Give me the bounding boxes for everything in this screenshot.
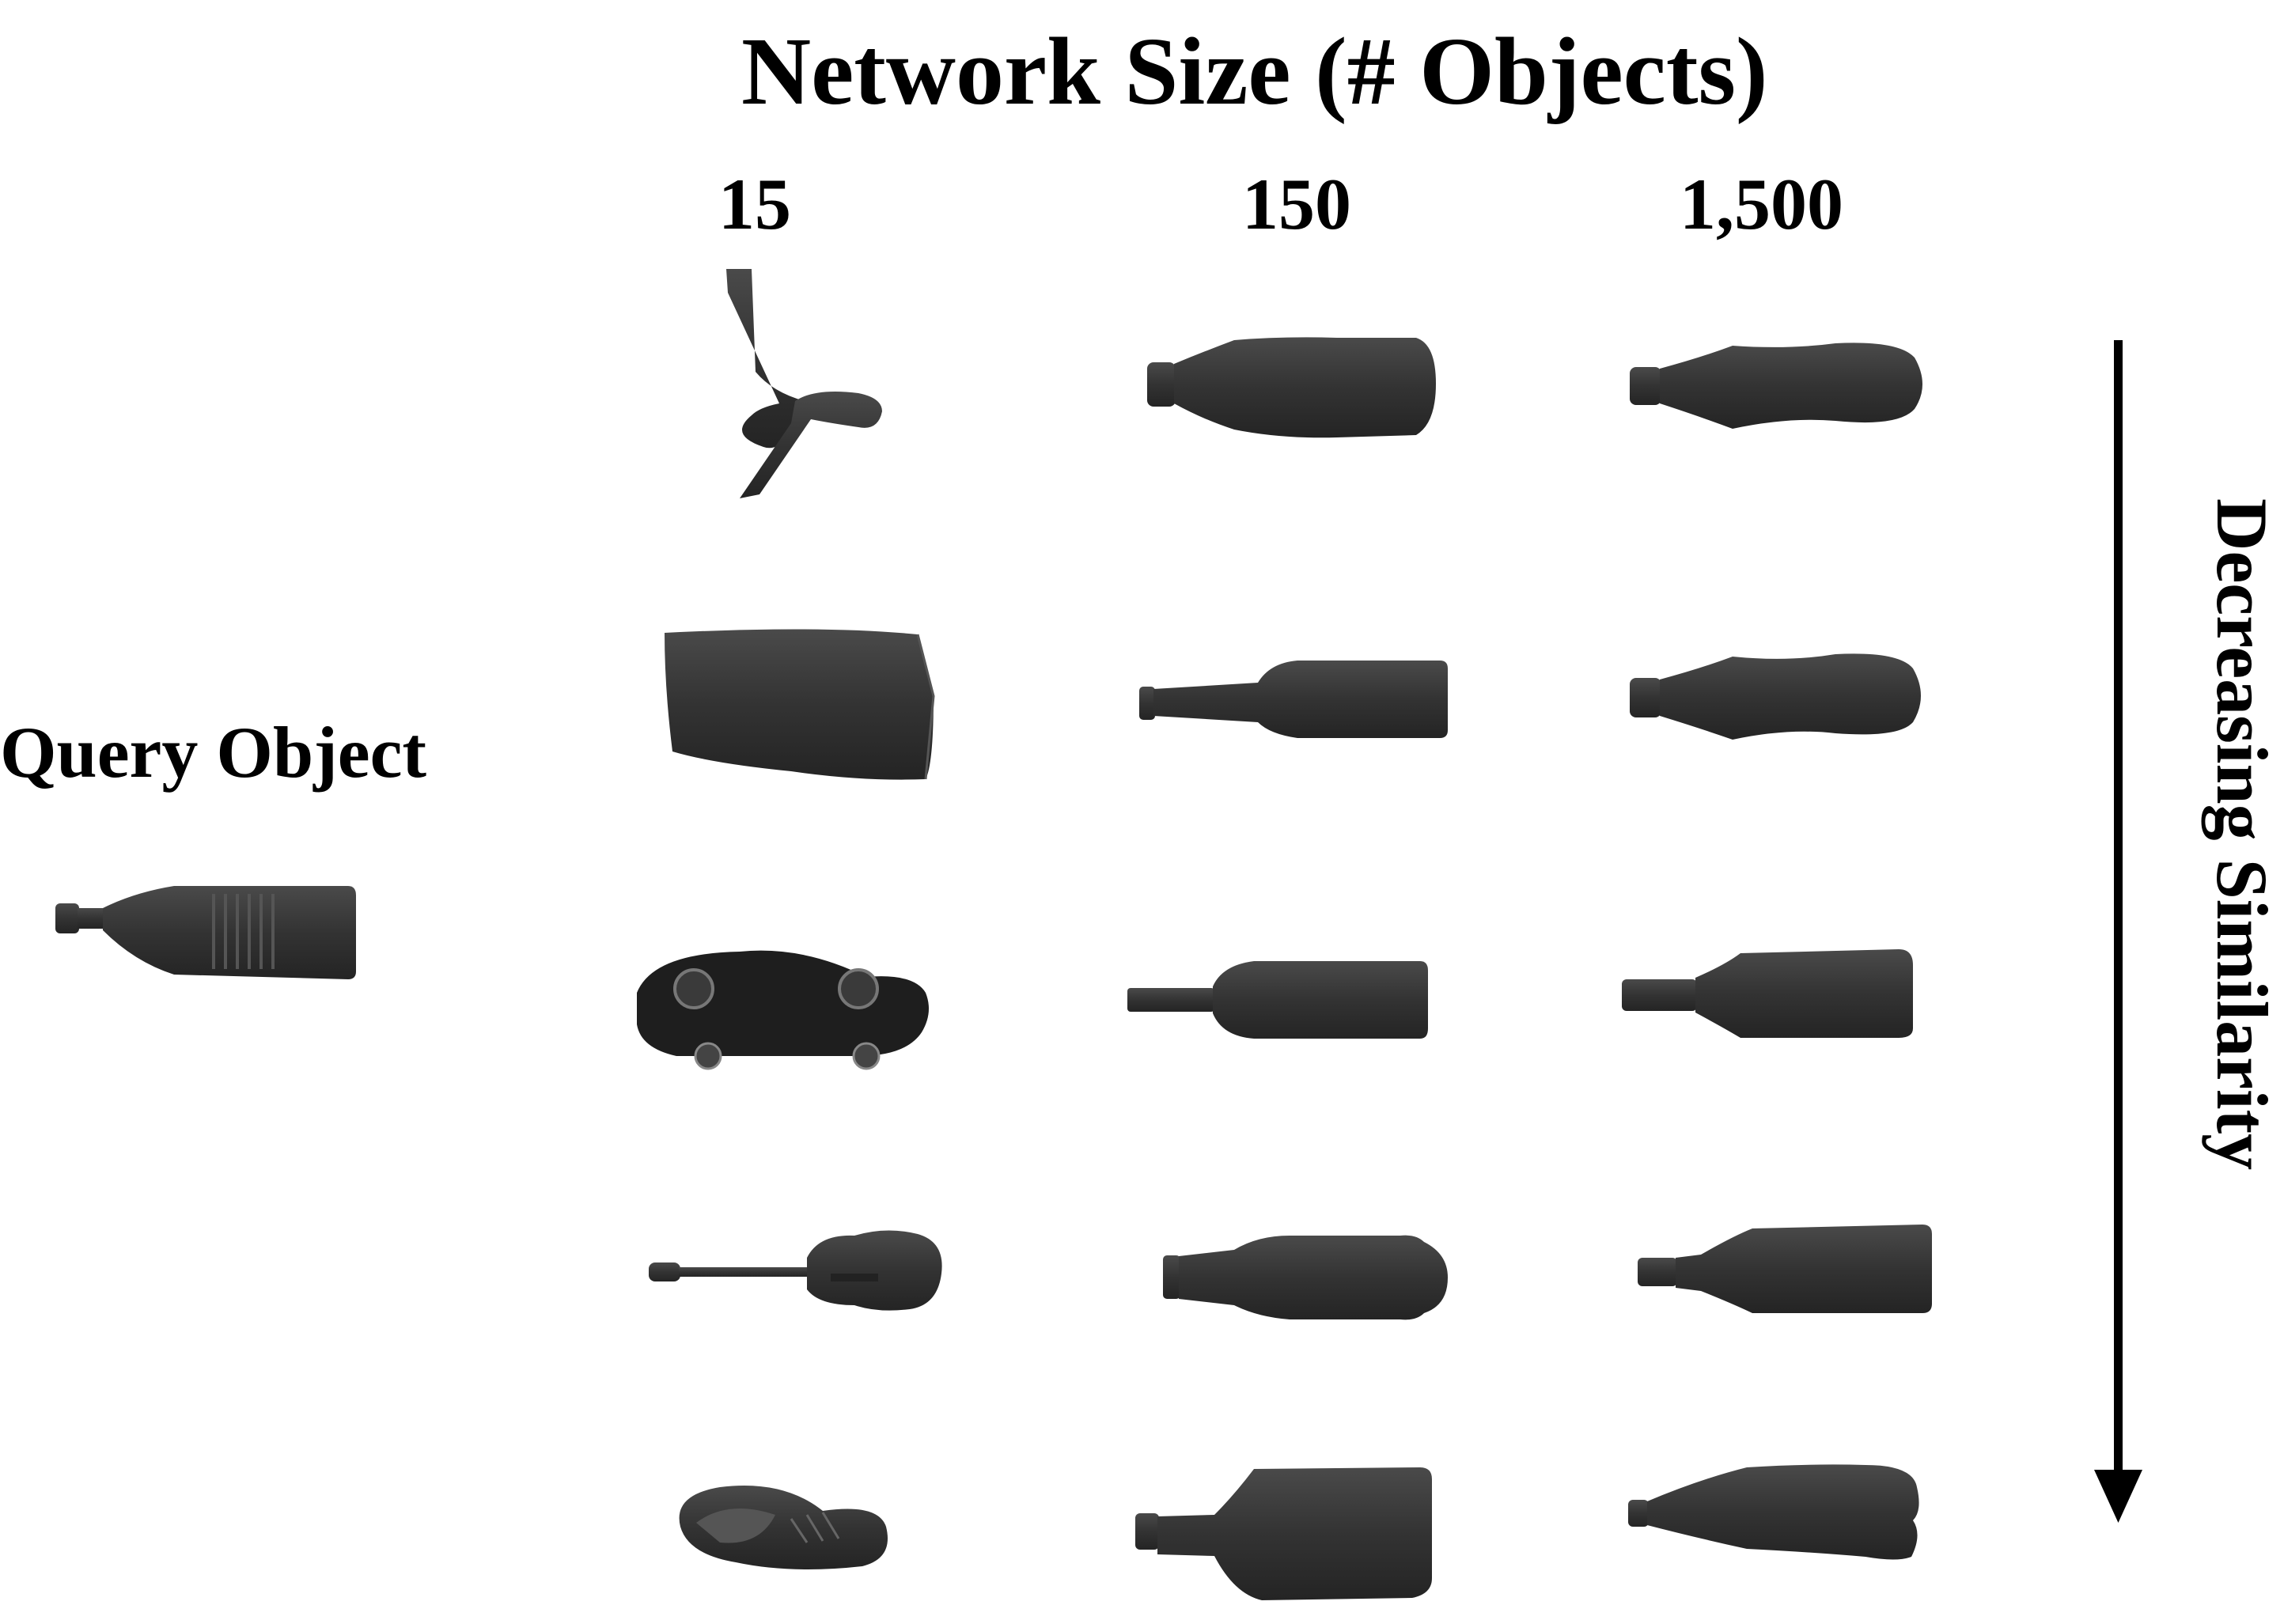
- cup-icon: [665, 629, 935, 780]
- bottle-icon: [1139, 661, 1448, 738]
- car-icon: [637, 950, 929, 1070]
- figure-title: Network Size (# Objects): [741, 18, 1768, 125]
- bottle-icon: [1638, 1225, 1932, 1313]
- airplane-icon: [726, 269, 882, 498]
- bottle-icon: [1135, 1467, 1432, 1600]
- bottle-icon: [1147, 337, 1436, 438]
- bottle-icon: [1628, 1464, 1919, 1560]
- column-header-15: 15: [718, 164, 791, 244]
- query-object-bottle-icon: [55, 886, 356, 979]
- guitar-icon: [649, 1230, 942, 1311]
- bottle-icon: [1622, 949, 1913, 1038]
- shoe-icon: [679, 1486, 888, 1569]
- column-header-1500: 1,500: [1680, 164, 1843, 244]
- bottle-icon: [1630, 653, 1921, 740]
- query-object-label: Query Object: [0, 712, 427, 793]
- bottle-icon: [1163, 1235, 1448, 1320]
- decreasing-similarity-arrow: [2094, 340, 2142, 1523]
- bottle-icon: [1630, 343, 1922, 429]
- bottle-icon: [1127, 961, 1428, 1039]
- column-header-150: 150: [1242, 164, 1351, 244]
